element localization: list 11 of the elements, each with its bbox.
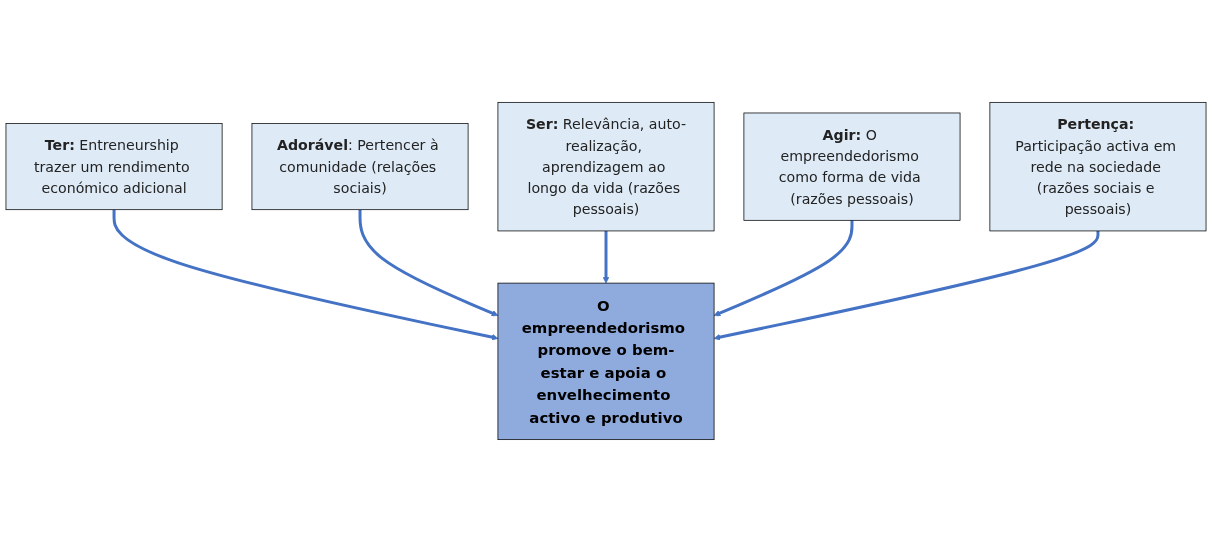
arrow	[713, 220, 854, 317]
arrow	[602, 230, 610, 284]
arrow	[713, 230, 1100, 341]
node-box: Adorável: Pertencer à comunidade (relações sociais)	[251, 123, 469, 211]
node-box: Ter: Entreneurship trazer um rendimento económico adicional	[5, 123, 223, 211]
node-box: O empreendedorismo promove o bem-estar e apoia o envelhecimento activo e produtivo	[497, 282, 715, 440]
node-box: Ser: Relevância, auto-realização, aprendizagem ao longo da vida (razões pessoais)	[497, 102, 715, 232]
node-box: Pertença: Participação activa em rede na sociedade (razões sociais e pessoais)	[989, 102, 1207, 232]
arrow	[112, 209, 499, 341]
node-box: Agir: O empreendedorismo como forma de vida (razões pessoais)	[743, 112, 961, 221]
arrow	[358, 209, 499, 317]
